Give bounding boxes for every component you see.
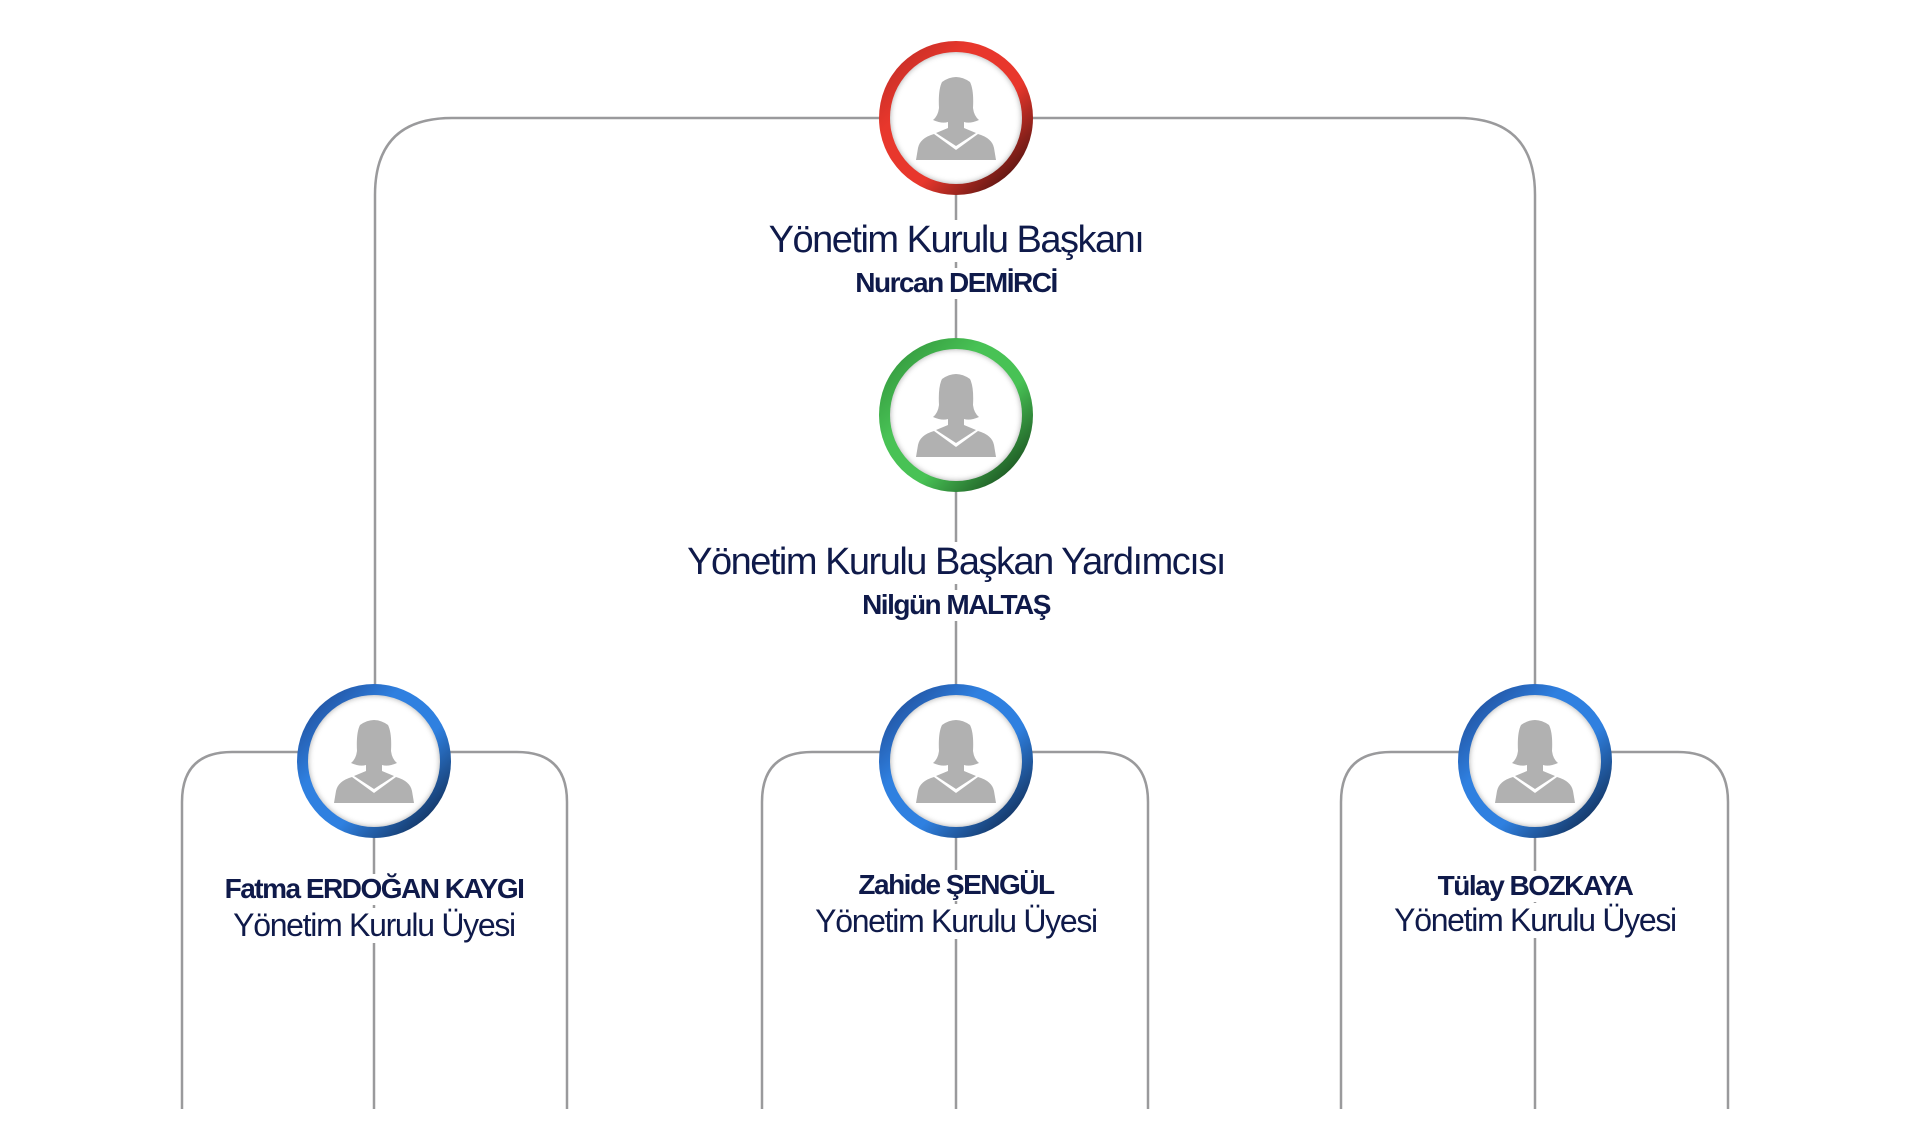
member-name: Zahide ŞENGÜL	[854, 869, 1058, 901]
female-user-icon	[324, 711, 424, 811]
female-user-icon	[906, 711, 1006, 811]
chair-title: Yönetim Kurulu Başkanı	[764, 219, 1148, 262]
chair-name: Nurcan DEMİRCİ	[851, 267, 1061, 299]
female-user-icon	[1485, 711, 1585, 811]
vice-chair-avatar	[879, 338, 1033, 492]
vice-chair-title: Yönetim Kurulu Başkan Yardımcısı	[683, 541, 1229, 584]
member-avatar	[879, 684, 1033, 838]
member-name: Fatma ERDOĞAN KAYGI	[220, 873, 528, 905]
member-name: Tülay BOZKAYA	[1433, 870, 1637, 902]
member-avatar	[1458, 684, 1612, 838]
chair-avatar	[879, 41, 1033, 195]
female-user-icon	[906, 68, 1006, 168]
member-role: Yönetim Kurulu Üyesi	[811, 903, 1101, 940]
member-role: Yönetim Kurulu Üyesi	[229, 907, 519, 944]
member-avatar	[297, 684, 451, 838]
member-role: Yönetim Kurulu Üyesi	[1390, 902, 1680, 939]
female-user-icon	[906, 365, 1006, 465]
vice-chair-name: Nilgün MALTAŞ	[858, 589, 1054, 621]
